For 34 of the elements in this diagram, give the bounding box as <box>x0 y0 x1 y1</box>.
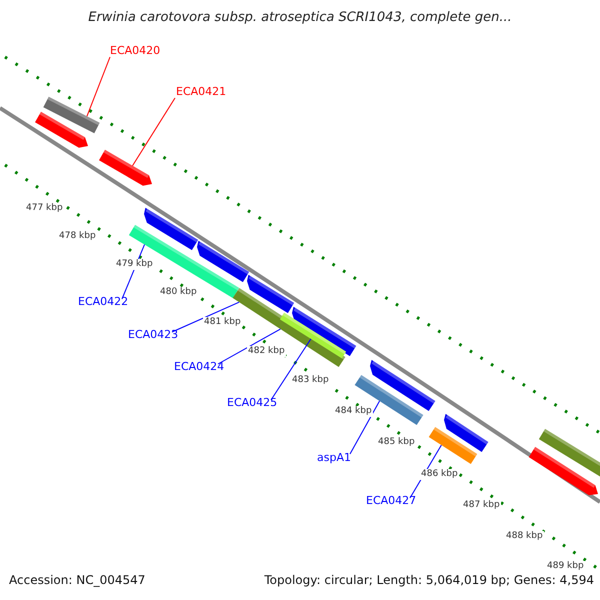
position-label: 477 kbp <box>25 203 64 214</box>
accession-text: Accession: NC_004547 <box>9 573 146 588</box>
gene-label: ECA0424 <box>174 360 224 373</box>
gene-bar <box>43 96 100 134</box>
position-label: 480 kbp <box>159 287 198 298</box>
leader-line <box>132 98 176 166</box>
gene-bar <box>428 427 478 464</box>
position-label: 478 kbp <box>58 231 97 242</box>
gene-bar <box>99 150 152 186</box>
leader-line <box>172 302 240 332</box>
gene-label: ECA0427 <box>366 494 416 507</box>
genome-summary-text: Topology: circular; Length: 5,064,019 bp; Genes: 4,594 <box>264 573 594 588</box>
leader-line <box>270 338 312 400</box>
position-label: 479 kbp <box>115 259 154 270</box>
gene-label: ECA0425 <box>227 396 278 409</box>
leader-line <box>86 56 110 117</box>
gene-label: aspA1 <box>317 451 351 464</box>
position-label: 482 kbp <box>247 346 286 357</box>
leader-line <box>218 328 281 364</box>
gene-label: ECA0422 <box>78 295 128 308</box>
gene-bar <box>354 375 424 425</box>
position-label: 487 kbp <box>462 500 501 511</box>
position-label: 489 kbp <box>546 561 585 572</box>
position-label: 481 kbp <box>203 317 242 328</box>
gene-label: ECA0421 <box>176 85 226 98</box>
position-label: 485 kbp <box>377 437 416 448</box>
leader-line <box>350 400 380 454</box>
map-title: Erwinia carotovora subsp. atroseptica SCRI1043, complete gen... <box>87 9 513 27</box>
gene-label: ECA0423 <box>128 328 178 341</box>
position-label: 488 kbp <box>505 531 544 542</box>
position-label: 486 kbp <box>420 469 459 480</box>
position-label: 484 kbp <box>334 406 373 417</box>
position-label: 483 kbp <box>291 375 330 386</box>
gene-label: ECA0420 <box>110 44 160 57</box>
